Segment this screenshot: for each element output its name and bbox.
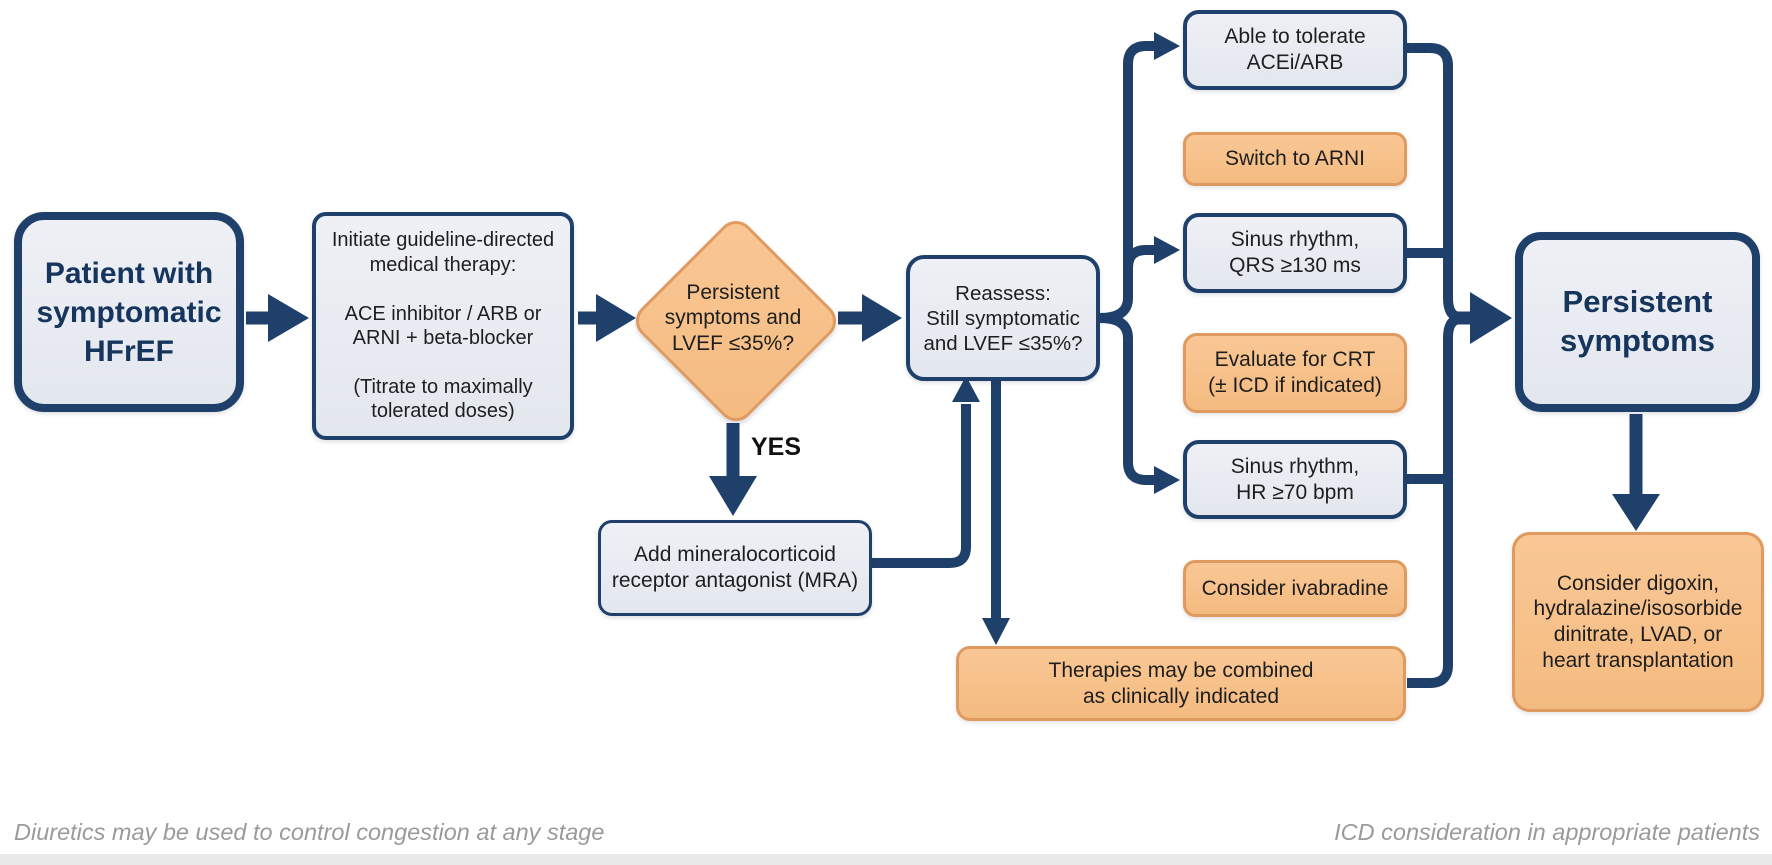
evaluate-crt-box: Evaluate for CRT (± ICD if indicated) bbox=[1183, 333, 1407, 413]
arrowhead-branch-tolerate bbox=[1154, 32, 1180, 60]
therapies-combined-label: Therapies may be combined as clinically … bbox=[1048, 658, 1314, 708]
initiate-therapy-label: Initiate guideline-directed medical ther… bbox=[331, 229, 555, 423]
therapies-combined-box: Therapies may be combined as clinically … bbox=[956, 646, 1406, 721]
reassess-label: Reassess: Still symptomatic and LVEF ≤35… bbox=[923, 281, 1083, 355]
footnote-diuretics: Diuretics may be used to control congest… bbox=[14, 819, 605, 845]
persistent-symptoms-label: Persistent symptoms bbox=[1559, 284, 1716, 358]
mra-label: Add mineralocorticoid receptor antagonis… bbox=[611, 543, 859, 592]
patient-label: Patient with symptomatic HFrEF bbox=[36, 256, 222, 368]
arrowhead-branch-qrs bbox=[1154, 236, 1180, 264]
arrowhead-patient-to-initiate bbox=[268, 294, 309, 342]
digoxin-label: Consider digoxin, hydralazine/isosorbide… bbox=[1533, 571, 1743, 672]
digoxin-box: Consider digoxin, hydralazine/isosorbide… bbox=[1512, 532, 1764, 712]
arrowhead-collector-to-persistent bbox=[1470, 292, 1512, 344]
bottom-edge-band bbox=[0, 854, 1772, 865]
decision-label: Persistent symptoms and LVEF ≤35%? bbox=[664, 280, 802, 355]
initiate-therapy-box: Initiate guideline-directed medical ther… bbox=[312, 212, 574, 440]
switch-arni-label: Switch to ARNI bbox=[1224, 147, 1366, 171]
sinus-hr-label: Sinus rhythm, HR ≥70 bpm bbox=[1230, 454, 1360, 504]
sinus-qrs-box: Sinus rhythm, QRS ≥130 ms bbox=[1183, 213, 1407, 293]
decision-label-wrap: Persistent symptoms and LVEF ≤35%? bbox=[633, 272, 833, 364]
collector-top bbox=[1407, 43, 1460, 322]
patient-box: Patient with symptomatic HFrEF bbox=[14, 212, 244, 412]
arrowhead-decision-to-reassess bbox=[862, 294, 902, 342]
sinus-qrs-label: Sinus rhythm, QRS ≥130 ms bbox=[1229, 228, 1361, 277]
arrowhead-persistent-to-digoxin bbox=[1612, 494, 1660, 531]
arrowhead-branch-hr bbox=[1154, 466, 1180, 494]
mra-box: Add mineralocorticoid receptor antagonis… bbox=[598, 520, 872, 616]
collector-bottom bbox=[1407, 314, 1460, 688]
footnote-icd: ICD consideration in appropriate patient… bbox=[1334, 819, 1760, 845]
branch-to-hr bbox=[1099, 313, 1154, 485]
arrowhead-decision-to-mra bbox=[709, 476, 757, 516]
tolerate-acei-arb-label: Able to tolerate ACEi/ARB bbox=[1224, 25, 1366, 74]
switch-arni-box: Switch to ARNI bbox=[1183, 132, 1407, 186]
connector-mra-to-reassess bbox=[872, 404, 971, 568]
tolerate-acei-arb-box: Able to tolerate ACEi/ARB bbox=[1183, 10, 1407, 90]
evaluate-crt-label: Evaluate for CRT (± ICD if indicated) bbox=[1208, 348, 1382, 397]
arrowhead-reassess-to-therapies bbox=[982, 618, 1010, 645]
sinus-hr-box: Sinus rhythm, HR ≥70 bpm bbox=[1183, 440, 1407, 519]
yes-label: YES bbox=[751, 433, 802, 461]
ivabradine-box: Consider ivabradine bbox=[1183, 560, 1407, 617]
persistent-symptoms-box: Persistent symptoms bbox=[1515, 232, 1760, 412]
reassess-box: Reassess: Still symptomatic and LVEF ≤35… bbox=[906, 255, 1100, 381]
arrowhead-mra-to-reassess bbox=[952, 376, 980, 402]
ivabradine-label: Consider ivabradine bbox=[1201, 576, 1389, 600]
branch-to-qrs bbox=[1123, 245, 1154, 290]
arrowhead-initiate-to-decision bbox=[596, 294, 636, 342]
